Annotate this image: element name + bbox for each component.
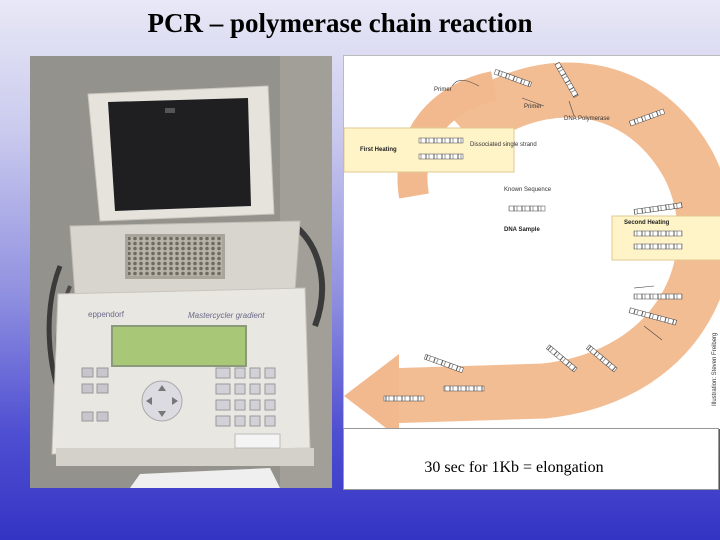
lcd-screen	[111, 325, 247, 367]
label-primer-1: Primer	[434, 87, 452, 93]
label-dissociated: Dissociated single strand	[470, 142, 537, 148]
model-label: Mastercycler gradient	[188, 311, 265, 320]
pcr-diagram: Primer Primer DNA Polymerase First Heati…	[343, 55, 720, 429]
caption-text: 30 sec for 1Kb = elongation	[424, 459, 604, 476]
second-heating-box	[611, 215, 720, 261]
dna-strands	[383, 61, 683, 402]
label-credit: Illustration: Steven Freiberg	[712, 333, 718, 406]
label-dna-polymerase: DNA Polymerase	[564, 116, 610, 122]
label-primer-2: Primer	[524, 104, 542, 110]
slide-title: PCR – polymerase chain reaction	[147, 8, 533, 38]
label-dna-sample: DNA Sample	[504, 227, 540, 233]
label-known-sequence: Known Sequence	[504, 187, 552, 193]
brand-label: eppendorf	[88, 310, 125, 319]
arrow-head	[344, 354, 399, 429]
label-second-heating: Second Heating	[624, 220, 670, 226]
caption-box: 30 sec for 1Kb = elongation	[343, 428, 719, 490]
thermocycler-photo: eppendorf Mastercycler gradient	[30, 56, 332, 488]
first-heating-box	[344, 127, 515, 173]
label-first-heating: First Heating	[360, 147, 397, 153]
